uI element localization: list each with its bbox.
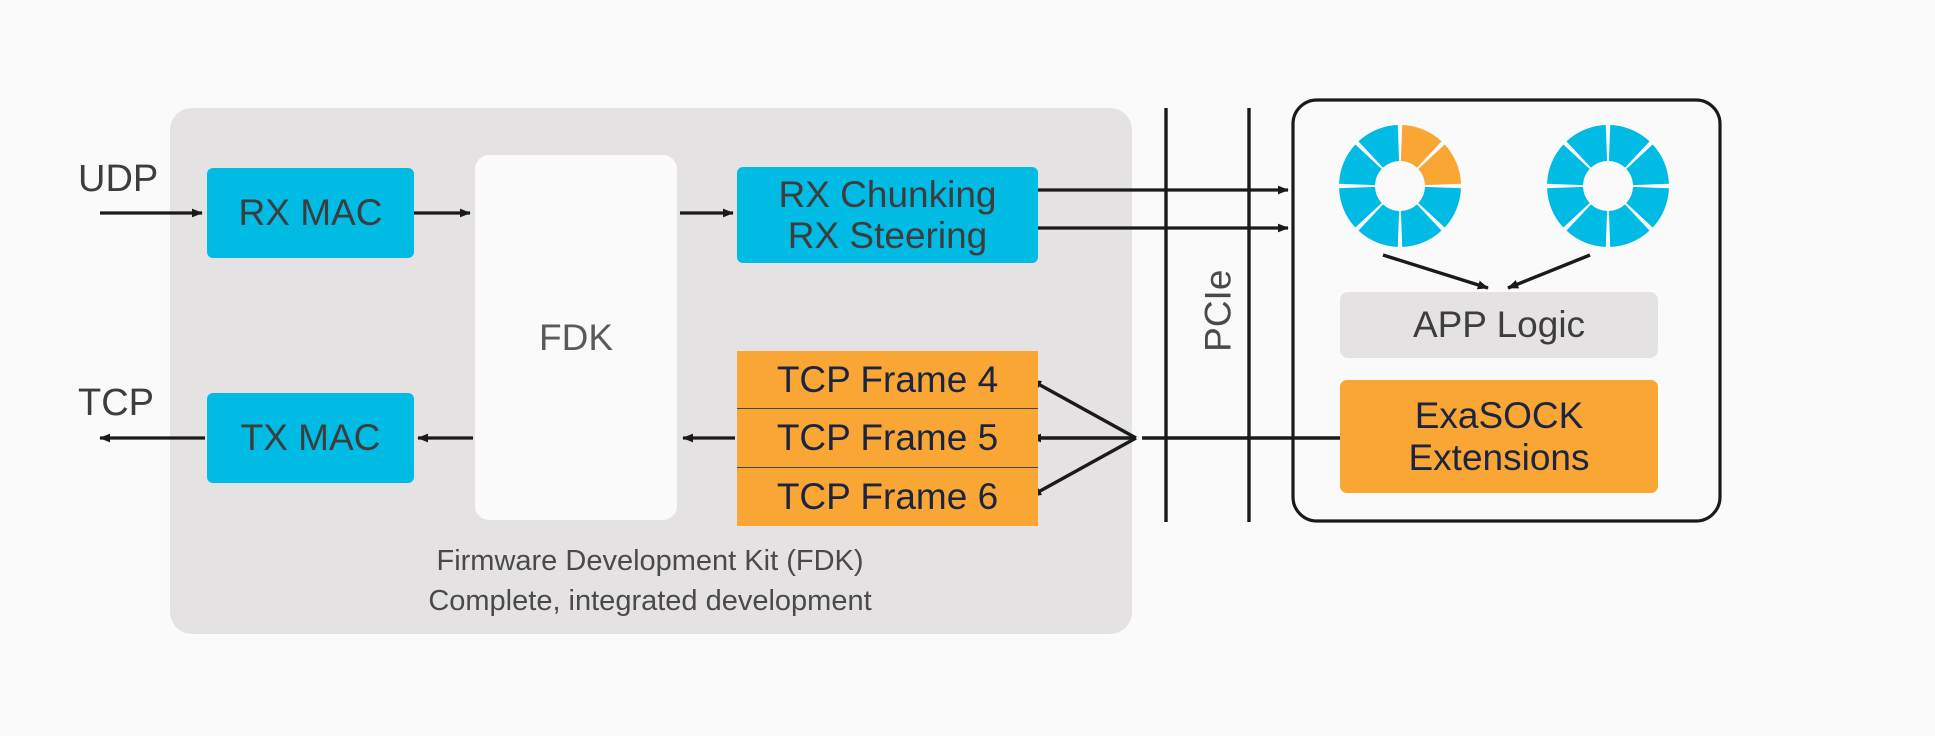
cpu-core-donut-right-segment-7 xyxy=(1547,144,1590,186)
cpu-core-donut-left-segment-2 xyxy=(1418,144,1461,186)
flow-fanpoint-to-tcp-frame-6 xyxy=(1030,436,1137,498)
cpu-core-donut-right-segment-4 xyxy=(1608,204,1650,247)
cpu-core-donut-left-segment-8 xyxy=(1358,125,1400,168)
cpu-core-donut-left-segment-3 xyxy=(1418,186,1461,228)
tcp-frame-row-4[interactable]: TCP Frame 4 xyxy=(737,351,1038,408)
cpu-core-donut-right-segment-8 xyxy=(1566,125,1608,168)
pcie-bus-label: PCIe xyxy=(1197,269,1239,352)
cpu-core-donut-left-segment-1 xyxy=(1400,125,1442,168)
flow-donut-right-to-app-logic xyxy=(1507,253,1591,290)
cpu-core-donut-right-segment-2 xyxy=(1626,144,1669,186)
cpu-core-donut-right-segment-3 xyxy=(1626,186,1669,228)
cpu-core-donut-left xyxy=(1339,125,1461,247)
fdk-caption-line-1: Firmware Development Kit (FDK) xyxy=(436,545,864,577)
cpu-core-donut-right-segment-1 xyxy=(1608,125,1650,168)
block-fdk-core[interactable]: FDK xyxy=(475,155,677,520)
cpu-core-donut-left-segment-6 xyxy=(1339,186,1382,228)
fdk-caption-line-2: Complete, integrated development xyxy=(428,585,872,617)
block-exasock-extensions[interactable]: ExaSOCK Extensions xyxy=(1340,380,1658,493)
io-label-tcp: TCP xyxy=(78,382,154,424)
block-tx-mac[interactable]: TX MAC xyxy=(207,393,414,483)
tcp-frame-row-6[interactable]: TCP Frame 6 xyxy=(737,468,1038,526)
io-label-udp: UDP xyxy=(78,158,159,200)
cpu-core-donut-left-segment-7 xyxy=(1339,144,1382,186)
block-rx-mac[interactable]: RX MAC xyxy=(207,168,414,258)
block-app-logic[interactable]: APP Logic xyxy=(1340,292,1658,358)
cpu-core-donut-left-segment-5 xyxy=(1358,204,1400,247)
cpu-core-donut-left-segment-4 xyxy=(1400,204,1442,247)
cpu-core-donut-right-segment-5 xyxy=(1566,204,1608,247)
cpu-core-donut-right-segment-6 xyxy=(1547,186,1590,228)
block-rx-chunking-steering[interactable]: RX Chunking RX Steering xyxy=(737,167,1038,263)
cpu-core-donut-right xyxy=(1547,125,1669,247)
tcp-frame-row-5[interactable]: TCP Frame 5 xyxy=(737,409,1038,467)
flow-donut-left-to-app-logic xyxy=(1382,253,1489,290)
flow-fanpoint-to-tcp-frame-4 xyxy=(1030,378,1137,440)
